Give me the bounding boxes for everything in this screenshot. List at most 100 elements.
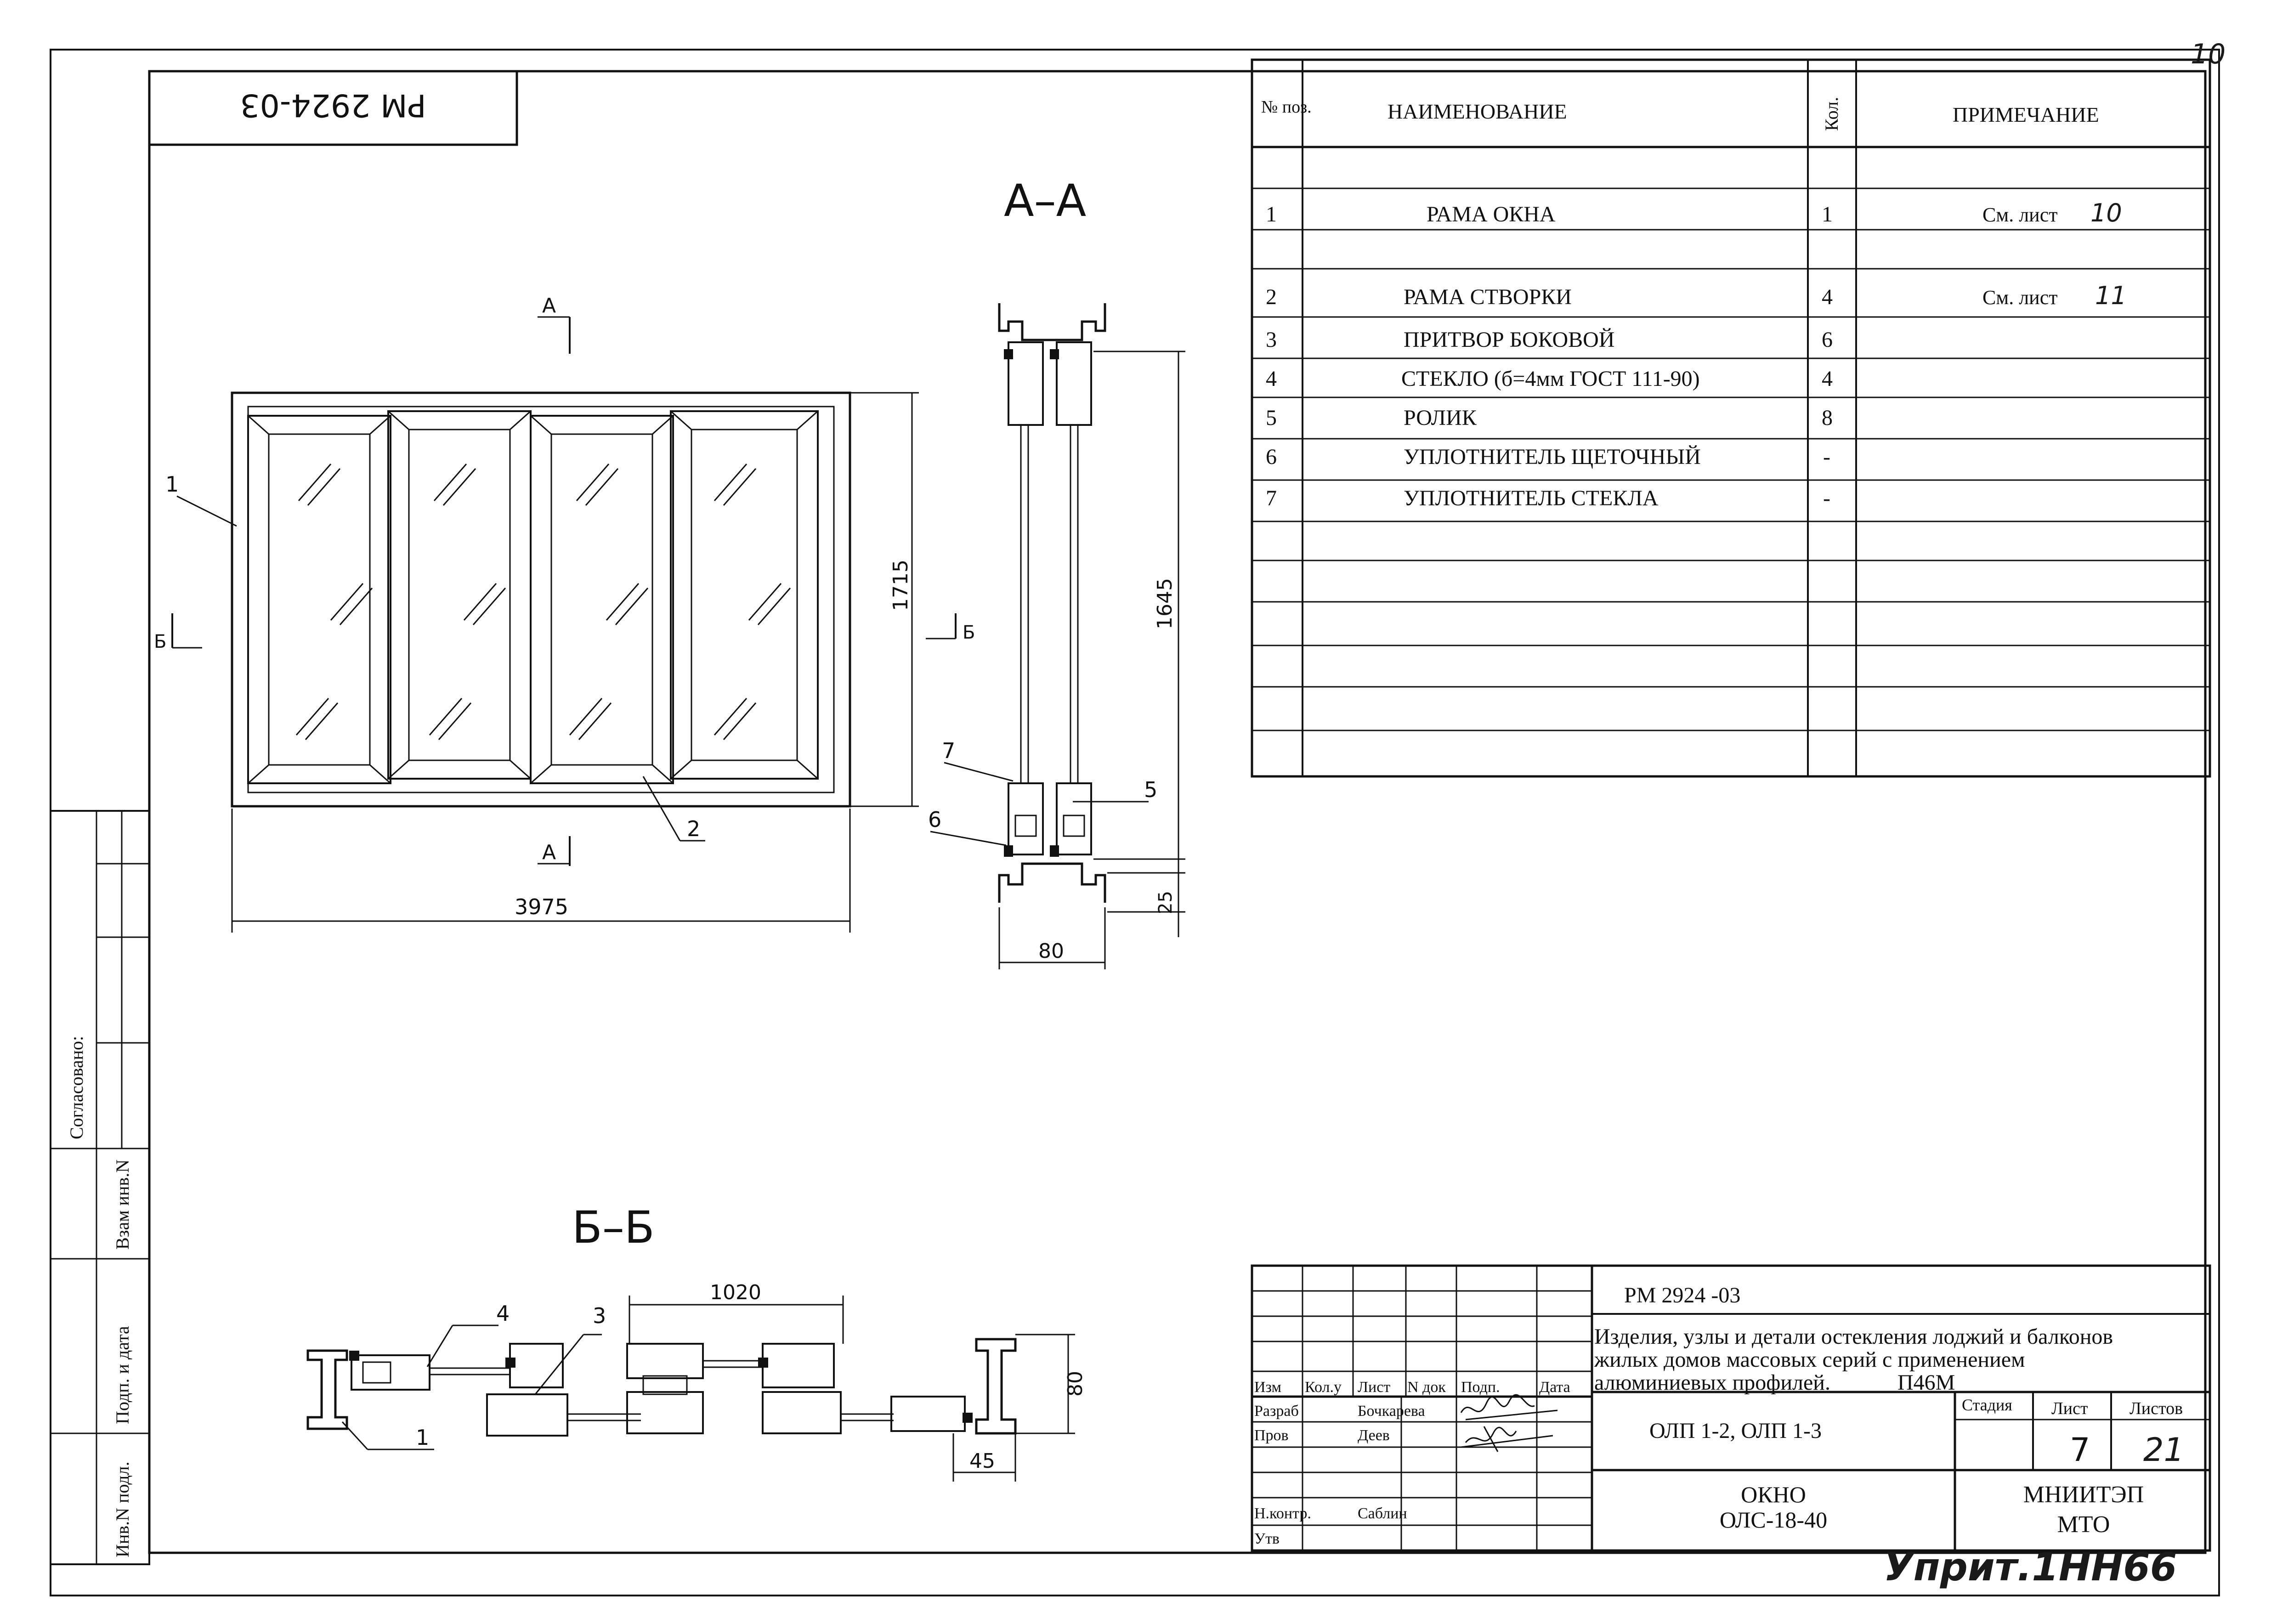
svg-text:10: 10	[2090, 198, 2122, 227]
svg-text:-: -	[1823, 445, 1830, 469]
header-pos: № поз.	[1261, 97, 1312, 117]
role-name: Деев	[1358, 1427, 1390, 1444]
svg-text:РОЛИК: РОЛИК	[1404, 406, 1477, 430]
svg-text:4: 4	[1822, 285, 1833, 309]
col-header: Изм	[1254, 1379, 1281, 1396]
sash	[530, 415, 674, 784]
callout-1: 1	[165, 472, 179, 497]
corner-number: 10	[2191, 38, 2226, 70]
svg-text:ПРИТВОР БОКОВОЙ: ПРИТВОР БОКОВОЙ	[1404, 328, 1614, 352]
section-aa: 7 6 5 1645 25 80	[928, 303, 1185, 969]
doc-description-1: Изделия, узлы и детали остекления лоджий…	[1594, 1324, 2113, 1349]
role-label: Разраб	[1254, 1403, 1299, 1420]
dim-rail: 25	[1155, 891, 1176, 914]
side-approval-block: Согласовано: Взам инв.N Подп. и дата Инв…	[50, 810, 150, 1565]
dim-section-width: 80	[1038, 939, 1064, 963]
product-codes: ОЛП 1-2, ОЛП 1-3	[1649, 1419, 1822, 1443]
callout-3: 3	[593, 1303, 606, 1328]
col-header: Кол.у	[1305, 1379, 1342, 1396]
svg-text:См. лист: См. лист	[1982, 286, 2057, 309]
col-header: Лист	[1358, 1379, 1390, 1396]
header-qty: Кол.	[1821, 97, 1842, 131]
stamp-box	[148, 70, 518, 146]
role-name: Саблин	[1358, 1505, 1407, 1522]
doc-code: РМ 2924 -03	[1624, 1283, 1740, 1307]
product-model: ОЛС-18-40	[1720, 1507, 1827, 1533]
header-note: ПРИМЕЧАНИЕ	[1953, 103, 2099, 126]
cut-marker-b: Б	[963, 622, 975, 643]
callout-4: 4	[496, 1301, 510, 1326]
title-block: Изм Кол.у Лист N док Подп. Дата Разраб Б…	[1251, 1264, 2211, 1552]
label-agreed: Согласовано:	[66, 1036, 87, 1139]
callout-2: 2	[687, 816, 700, 841]
callout-5: 5	[1144, 777, 1157, 802]
table-row: 3 ПРИТВОР БОКОВОЙ 6	[1266, 328, 1833, 352]
table-row: 5 РОЛИК 8	[1266, 406, 1833, 430]
spec-table: № поз. НАИМЕНОВАНИЕ Кол. ПРИМЕЧАНИЕ 1 РА…	[1251, 58, 2211, 778]
table-row: 2 РАМА СТВОРКИ 4 См. лист 11	[1266, 281, 2127, 310]
sheets-total: 21	[2143, 1431, 2184, 1469]
sash	[670, 410, 819, 780]
svg-text:1: 1	[1266, 202, 1277, 226]
svg-text:СТЕКЛО (б=4мм ГОСТ 111-90): СТЕКЛО (б=4мм ГОСТ 111-90)	[1401, 367, 1700, 391]
doc-profile: П46М	[1897, 1370, 1955, 1395]
label-replace-inv: Взам инв.N	[112, 1160, 133, 1250]
glass-hatch	[295, 464, 791, 740]
dim-plan-edge: 45	[969, 1449, 995, 1473]
role-label: Пров	[1254, 1427, 1289, 1444]
svg-text:4: 4	[1266, 367, 1277, 391]
role-label: Н.контр.	[1254, 1505, 1311, 1522]
svg-text:2: 2	[1266, 285, 1277, 309]
table-row: 6 УПЛОТНИТЕЛЬ ЩЕТОЧНЫЙ -	[1266, 445, 1830, 469]
svg-text:7: 7	[1266, 486, 1277, 510]
product-name: ОКНО	[1741, 1482, 1806, 1507]
svg-text:6: 6	[1822, 328, 1833, 352]
svg-text:3: 3	[1266, 328, 1277, 352]
svg-text:6: 6	[1266, 445, 1277, 469]
signature	[1460, 1394, 1558, 1420]
col-header: Подп.	[1461, 1379, 1500, 1396]
label-sign-date: Подп. и дата	[112, 1326, 133, 1424]
stage-label: Стадия	[1962, 1396, 2012, 1414]
svg-text:-: -	[1823, 486, 1830, 510]
doc-description-3: алюминиевых профилей.	[1594, 1370, 1830, 1395]
dim-section-height: 1645	[1153, 578, 1177, 629]
org-dept: МТО	[2057, 1511, 2110, 1538]
svg-text:УПЛОТНИТЕЛЬ ЩЕТОЧНЫЙ: УПЛОТНИТЕЛЬ ЩЕТОЧНЫЙ	[1404, 445, 1701, 469]
window-elevation: 1 2 А А Б Б 3975 1715	[154, 294, 975, 933]
callout-6: 6	[928, 807, 941, 832]
svg-text:РАМА СТВОРКИ: РАМА СТВОРКИ	[1404, 285, 1572, 309]
section-bb: 4 3 1 1020 80 45	[306, 1281, 1087, 1482]
cut-marker-b: Б	[154, 631, 166, 652]
svg-text:4: 4	[1822, 367, 1833, 391]
dim-sash: 1020	[710, 1281, 761, 1304]
svg-text:8: 8	[1822, 406, 1833, 430]
header-name: НАИМЕНОВАНИЕ	[1388, 100, 1567, 123]
role-name: Бочкарева	[1358, 1403, 1425, 1420]
handwritten-stamp: Уприт.1НН66	[1884, 1545, 2177, 1590]
signature	[1461, 1426, 1553, 1452]
section-aa-title: А–А	[1004, 175, 1086, 226]
cut-marker-a: А	[542, 841, 556, 864]
sheet-label: Лист	[2051, 1399, 2088, 1418]
cut-marker-a: А	[542, 294, 556, 317]
dim-height: 1715	[889, 560, 912, 611]
org-name: МНИИТЭП	[2023, 1482, 2144, 1508]
table-row: 4 СТЕКЛО (б=4мм ГОСТ 111-90) 4	[1266, 367, 1833, 391]
svg-text:11: 11	[2095, 281, 2127, 310]
sheets-label: Листов	[2129, 1399, 2183, 1418]
dim-width: 3975	[515, 894, 568, 919]
dim-plan-depth: 80	[1064, 1371, 1087, 1397]
sash	[387, 410, 532, 780]
svg-text:РАМА ОКНА: РАМА ОКНА	[1427, 202, 1556, 226]
doc-description-2: жилых домов массовых серий с применением	[1594, 1347, 2025, 1372]
svg-text:5: 5	[1266, 406, 1277, 430]
table-row: 1 РАМА ОКНА 1 См. лист 10	[1266, 198, 2122, 227]
col-header: Дата	[1539, 1379, 1570, 1396]
table-row: 7 УПЛОТНИТЕЛЬ СТЕКЛА -	[1266, 486, 1830, 510]
sheet-number: 7	[2070, 1431, 2090, 1469]
sash	[247, 415, 391, 784]
callout-1b: 1	[416, 1425, 429, 1450]
label-inv-orig: Инв.N подл.	[112, 1461, 133, 1557]
